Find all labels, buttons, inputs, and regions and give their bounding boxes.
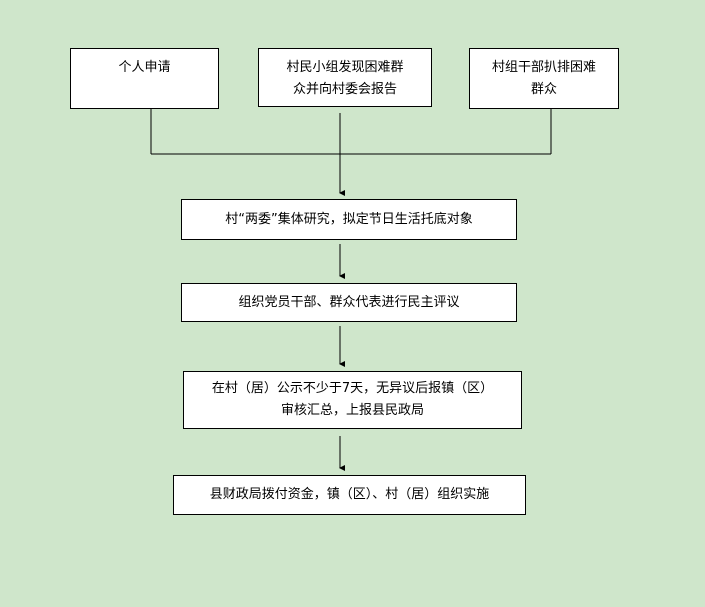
step-text: 组织党员干部、群众代表进行民主评议 [238, 294, 460, 310]
step-text-line1: 村组干部扒排困难 [491, 60, 596, 75]
step-text-line2: 群众 [530, 82, 557, 97]
step-cadre-check: 村组干部扒排困难 群众 [469, 48, 619, 109]
step-individual-application: 个人申请 [70, 48, 219, 109]
step-publicity: 在村（居）公示不少于7天，无异议后报镇（区） 审核汇总，上报县民政局 [183, 371, 522, 429]
step-text-line1: 在村（居）公示不少于7天，无异议后报镇（区） [211, 381, 494, 396]
step-text: 县财政局拨付资金，镇（区）、村（居）组织实施 [209, 487, 490, 502]
step-text-line2: 审核汇总，上报县民政局 [280, 403, 424, 418]
step-text: 个人申请 [118, 60, 171, 75]
step-funding: 县财政局拨付资金，镇（区）、村（居）组织实施 [173, 475, 526, 515]
step-text: 村“两委”集体研究，拟定节日生活托底对象 [225, 211, 473, 227]
step-committee-study: 村“两委”集体研究，拟定节日生活托底对象 [181, 199, 517, 240]
step-text-line1: 村民小组发现困难群 [286, 60, 404, 75]
step-democratic-review: 组织党员干部、群众代表进行民主评议 [181, 283, 517, 322]
step-text-line2: 众并向村委会报告 [292, 82, 397, 97]
step-group-report: 村民小组发现困难群 众并向村委会报告 [258, 48, 432, 107]
